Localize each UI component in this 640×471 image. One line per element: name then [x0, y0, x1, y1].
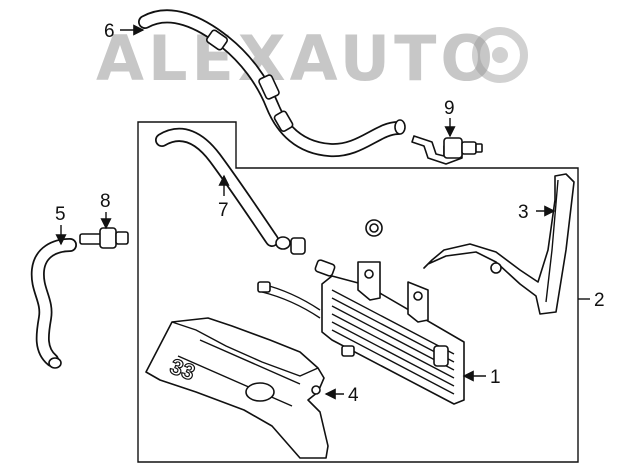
leader-lines	[55, 24, 590, 400]
watermark-text: ALEXAUTO	[96, 22, 497, 95]
part-4-cover: 33	[145, 317, 329, 459]
callout-7: 7	[218, 200, 229, 221]
part-7-middle-hose	[155, 127, 383, 255]
watermark-logo: ALEXAUTO	[96, 22, 528, 95]
part-8-straight-fitting	[79, 227, 129, 249]
callout-5: 5	[55, 204, 66, 225]
callout-6: 6	[104, 21, 115, 42]
callout-1: 1	[490, 367, 501, 388]
callout-4: 4	[348, 385, 359, 406]
watermark-gear-icon	[472, 27, 528, 83]
part-9-elbow-fitting	[411, 135, 483, 165]
assembly-frame	[137, 121, 579, 463]
part-5-left-hose	[30, 238, 77, 369]
callout-3: 3	[518, 202, 529, 223]
part-6-upper-hose	[138, 9, 406, 158]
callout-2: 2	[594, 290, 605, 311]
callout-9: 9	[444, 98, 455, 119]
callout-8: 8	[100, 191, 111, 212]
part-3-bracket	[423, 173, 575, 315]
callout-labels: 1 2 3 4 5 6 7 8 9	[55, 21, 605, 406]
